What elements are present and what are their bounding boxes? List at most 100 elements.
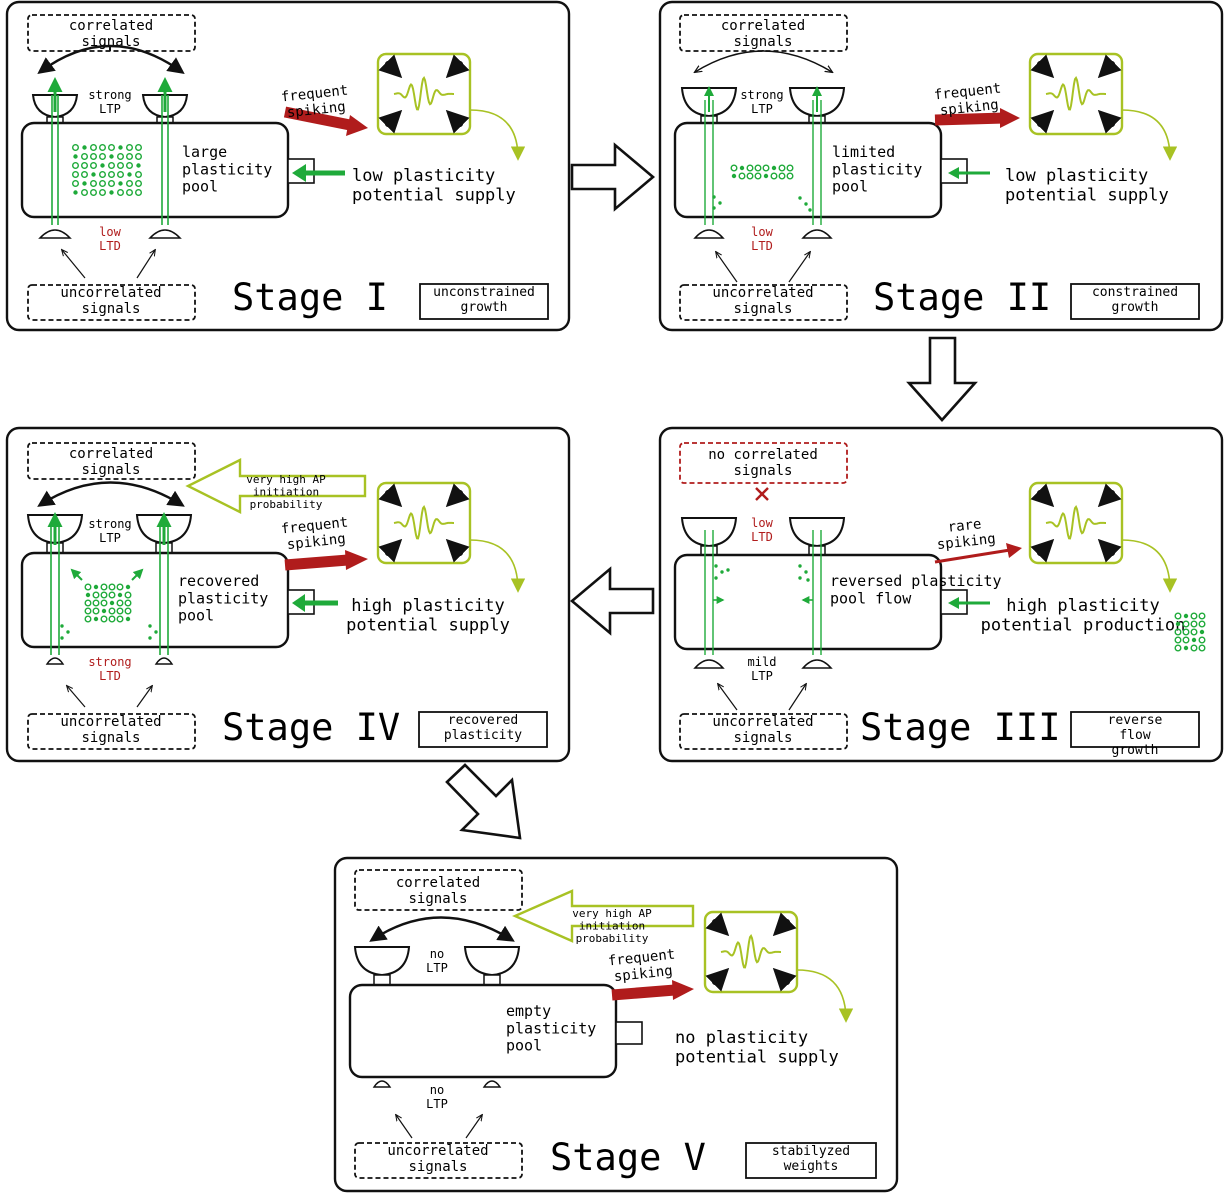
oscillation-icon [376, 52, 472, 136]
plasticity-dot [73, 154, 78, 159]
plasticity-dot [116, 583, 124, 591]
plasticity-dot [107, 161, 115, 169]
plasticity-dot [89, 179, 97, 187]
correlation-arrow [369, 916, 515, 942]
plasticity-dot [1199, 629, 1205, 635]
plasticity-dot [98, 152, 106, 160]
plasticity-dot [786, 172, 794, 180]
synapse-bottom-left [693, 229, 725, 239]
supply-flow-arrow [469, 109, 526, 161]
plasticity-pool-dots [71, 143, 142, 196]
plasticity-dot [1174, 636, 1182, 644]
plasticity-dot [125, 161, 133, 169]
plasticity-dot [116, 161, 124, 169]
plasticity-dot [84, 583, 92, 591]
plasticity-dot [93, 584, 99, 590]
plasticity-dot [754, 172, 762, 180]
correlation-arrow [37, 481, 185, 507]
plasticity-dot [1183, 613, 1189, 619]
plasticity-dot [80, 161, 88, 169]
plasticity-dot [125, 152, 133, 160]
plasticity-dot [778, 172, 786, 180]
plasticity-dot [71, 143, 79, 151]
plasticity-dot [1190, 644, 1198, 652]
plasticity-dot [1198, 620, 1206, 628]
plasticity-dot [1198, 636, 1206, 644]
plasticity-dot [134, 170, 142, 178]
scattered-dots [60, 624, 158, 640]
plasticity-dot [92, 591, 100, 599]
plasticity-dot [124, 591, 132, 599]
spiking-label: frequentspiking [280, 83, 350, 122]
plasticity-dot [124, 599, 132, 607]
plasticity-dot [116, 170, 124, 178]
plasticity-dot [89, 152, 97, 160]
supply-port [940, 158, 968, 184]
plasticity-dot [125, 143, 133, 151]
plasticity-dot [117, 592, 123, 598]
stage-mode-box [745, 1142, 877, 1179]
plasticity-dot [1183, 645, 1189, 651]
plasticity-dot [92, 607, 100, 615]
plasticity-dot [109, 600, 115, 606]
correlation-arrow [695, 50, 832, 72]
uncorrelated-signals-box [679, 284, 848, 321]
synapse-bottom-left [45, 657, 65, 665]
stage-mode-box [1070, 283, 1200, 320]
correlated-signals-box [679, 14, 848, 52]
synapse-bottom-right [154, 657, 174, 665]
plasticity-dot [1174, 644, 1182, 652]
transition-arrow-icon [570, 142, 656, 212]
stage-mode-box [418, 711, 548, 748]
plasticity-dot [109, 154, 114, 159]
uncorrelated-signals-box [27, 284, 196, 321]
plasticity-dot [116, 615, 124, 623]
plasticity-dot [107, 179, 115, 187]
plasticity-pool-dots [84, 583, 132, 623]
plasticity-dot [125, 179, 133, 187]
spiking-label: frequentspiking [280, 515, 350, 554]
plasticity-dot [127, 172, 132, 177]
plasticity-dot [134, 188, 142, 196]
plasticity-pool-dots [730, 164, 794, 180]
oscillation-icon [376, 481, 472, 565]
plasticity-dot [1190, 620, 1198, 628]
plasticity-dot [746, 164, 754, 172]
plasticity-dot [80, 152, 88, 160]
supply-flow-arrow [1121, 109, 1178, 161]
plasticity-dot [1174, 612, 1182, 620]
supply-flow-arrow [1121, 539, 1178, 593]
plasticity-dot [134, 143, 142, 151]
produced-plasticity-dots [1174, 612, 1206, 652]
plasticity-dot [771, 165, 777, 171]
spiking-arrow-icon [284, 554, 349, 571]
plasticity-dot [80, 188, 88, 196]
plasticity-dot [108, 583, 116, 591]
plasticity-dot [84, 607, 92, 615]
stage-mode-box [419, 283, 549, 320]
plasticity-dot [80, 170, 88, 178]
stage-title: Stage I [232, 276, 388, 319]
x-mark-icon [755, 487, 769, 501]
